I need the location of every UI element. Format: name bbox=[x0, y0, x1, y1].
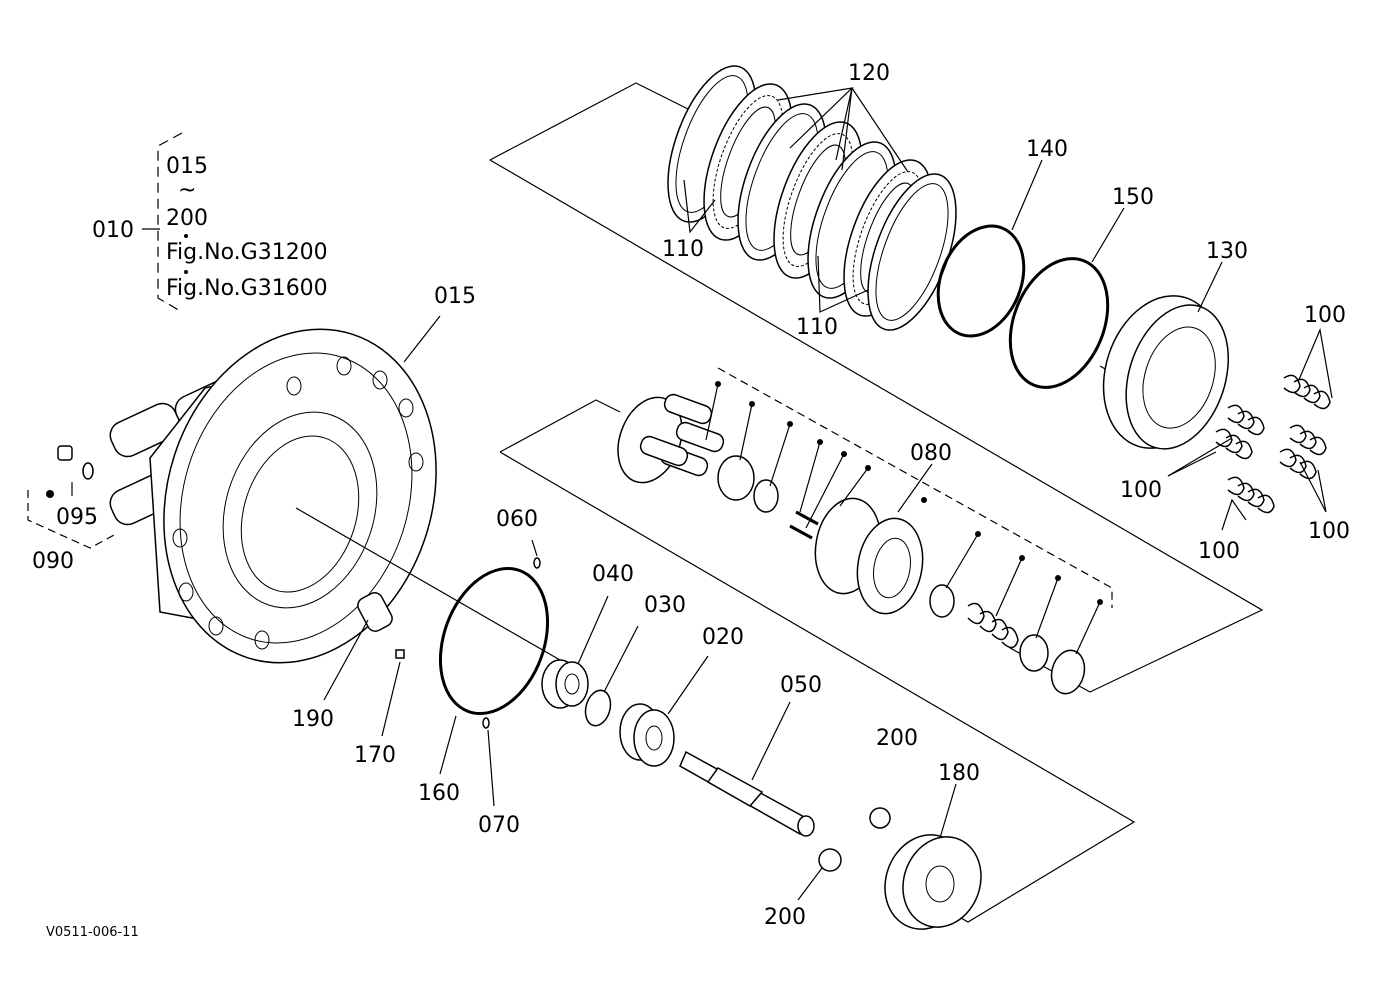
callout-200-lower: 200 bbox=[764, 905, 806, 930]
springs-100 bbox=[1215, 374, 1331, 514]
ref-range-sep: ~ bbox=[178, 178, 196, 203]
ref-figure-2: Fig.No.G31600 bbox=[166, 276, 328, 301]
callout-100-d: 100 bbox=[1198, 539, 1240, 564]
plug-090 bbox=[27, 445, 117, 549]
snap-ring-030 bbox=[584, 689, 612, 727]
seal-040 bbox=[541, 659, 589, 709]
bearing-020 bbox=[619, 703, 675, 767]
callout-180: 180 bbox=[938, 761, 980, 786]
callout-060: 060 bbox=[496, 507, 538, 532]
callout-200-upper: 200 bbox=[876, 726, 918, 751]
pin-170 bbox=[395, 649, 405, 659]
callout-120: 120 bbox=[848, 61, 890, 86]
cylinder-block bbox=[617, 393, 725, 484]
callout-160: 160 bbox=[418, 781, 460, 806]
o-ring-060 bbox=[533, 557, 541, 569]
ball-200-upper bbox=[869, 807, 891, 829]
ball-200-lower bbox=[818, 848, 842, 872]
ref-main: 010 bbox=[92, 218, 134, 243]
callouts: 120 110 110 140 150 130 100 100 100 100 … bbox=[32, 61, 1350, 930]
drawing-code: V0511-006-11 bbox=[46, 925, 139, 940]
shaft-050 bbox=[679, 750, 815, 837]
callout-070: 070 bbox=[478, 813, 520, 838]
callout-020: 020 bbox=[702, 625, 744, 650]
callout-100-b: 100 bbox=[1120, 478, 1162, 503]
gear-080 bbox=[814, 497, 924, 615]
callout-095: 095 bbox=[56, 505, 98, 530]
o-ring-140 bbox=[936, 224, 1026, 338]
ref-range-start: 015 bbox=[166, 154, 208, 179]
o-ring-070 bbox=[482, 717, 490, 729]
callout-190: 190 bbox=[292, 707, 334, 732]
callout-090: 090 bbox=[32, 549, 74, 574]
callout-015: 015 bbox=[434, 284, 476, 309]
callout-150: 150 bbox=[1112, 185, 1154, 210]
housing-015 bbox=[109, 328, 437, 664]
callout-100-c: 100 bbox=[1308, 519, 1350, 544]
o-ring-160 bbox=[438, 566, 550, 716]
callout-040: 040 bbox=[592, 562, 634, 587]
piston-130 bbox=[1102, 295, 1230, 450]
callout-100-a: 100 bbox=[1304, 303, 1346, 328]
callout-110-lower: 110 bbox=[796, 315, 838, 340]
callout-140: 140 bbox=[1026, 137, 1068, 162]
callout-130: 130 bbox=[1206, 239, 1248, 264]
ref-figure-1: Fig.No.G31200 bbox=[166, 240, 328, 265]
callout-110-upper: 110 bbox=[662, 237, 704, 262]
callout-050: 050 bbox=[780, 673, 822, 698]
o-ring-150 bbox=[1008, 257, 1110, 389]
callout-170: 170 bbox=[354, 743, 396, 768]
callout-030: 030 bbox=[644, 593, 686, 618]
cam-plate-180 bbox=[884, 834, 982, 930]
reference-group: 010 015 ~ 200 Fig.No.G31200 Fig.No.G3160… bbox=[92, 132, 328, 313]
clutch-plates bbox=[667, 65, 957, 331]
callout-080: 080 bbox=[910, 441, 952, 466]
ref-range-end: 200 bbox=[166, 206, 208, 231]
